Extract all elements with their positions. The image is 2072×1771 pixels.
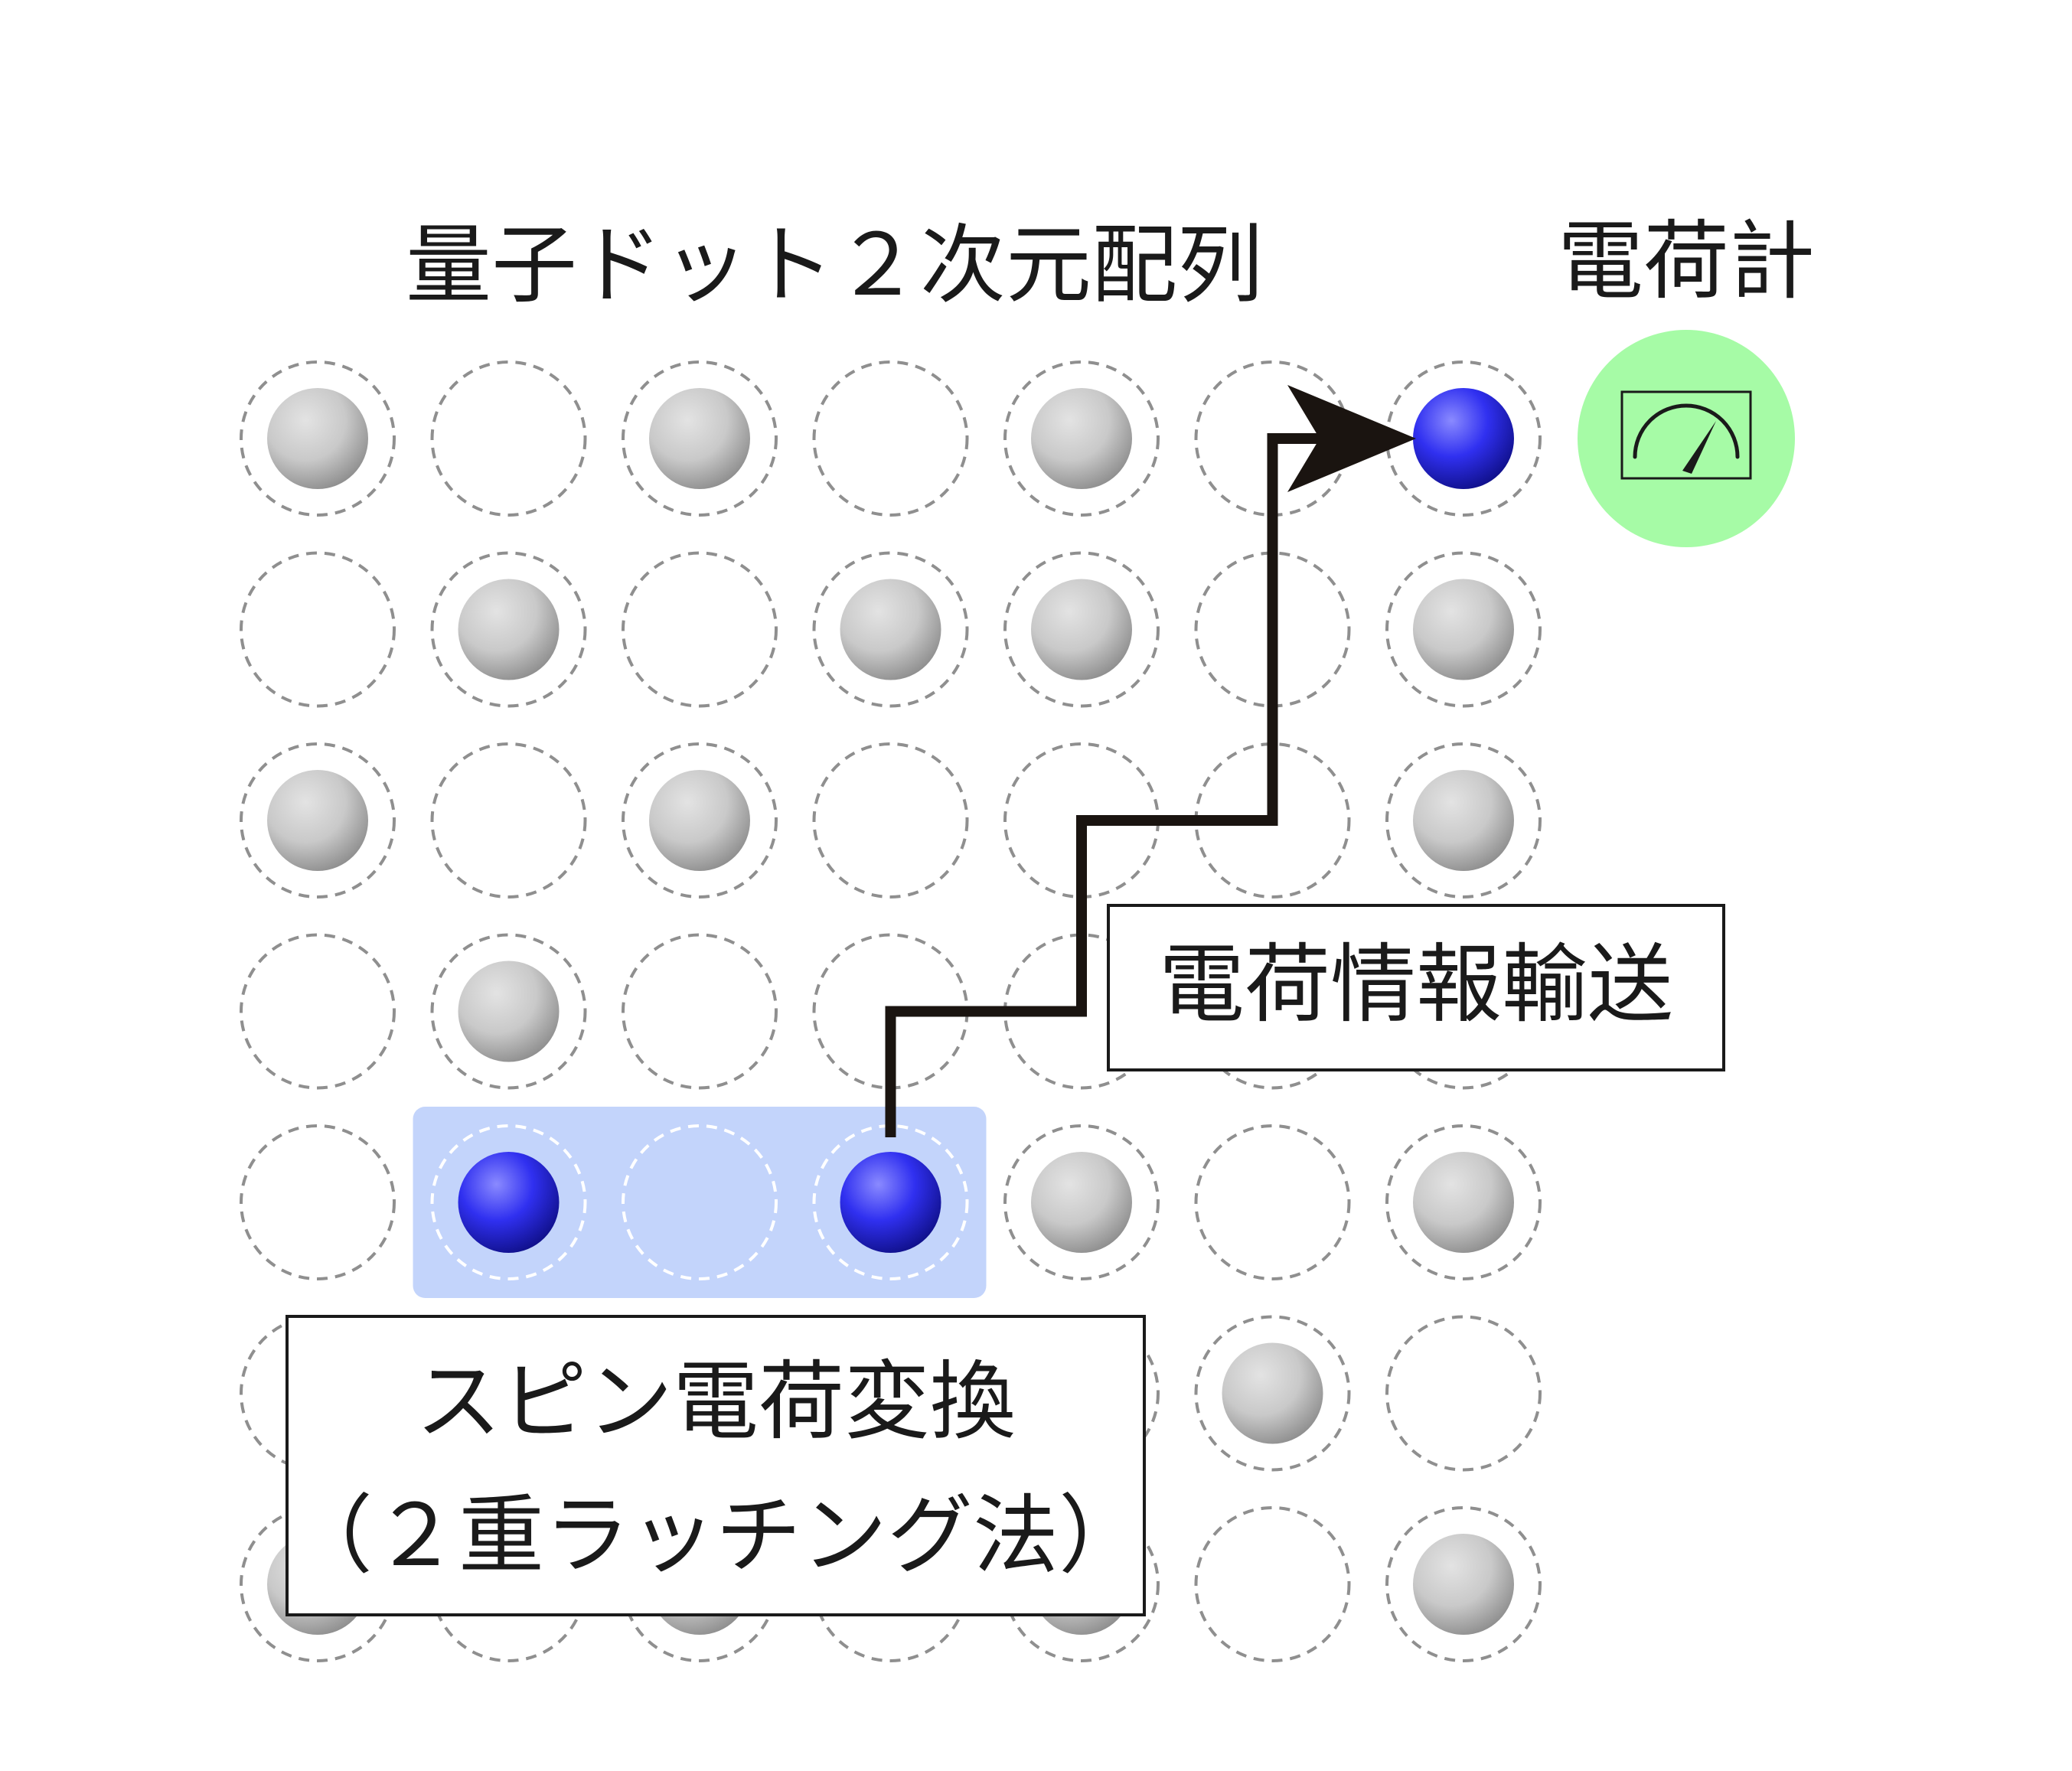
latch-group-highlight [413,1107,987,1298]
site-ring [1194,1315,1351,1472]
spin-conversion-box: スピン電荷変換 （２重ラッチング法） [286,1315,1146,1616]
electron-dot-gray [267,770,368,871]
electron-dot-gray [1413,1152,1514,1253]
site-ring [240,742,396,899]
site-ring [1003,360,1160,517]
site-ring [240,1124,396,1280]
spin-conversion-line1: スピン電荷変換 [416,1352,1016,1452]
site-ring [430,551,587,708]
site-ring [1385,1506,1542,1662]
dot-site [622,933,778,1090]
dot-site [1194,1506,1351,1662]
site-ring [1385,1315,1542,1472]
diagram-title: 量子ドット２次元配列 [406,216,1263,315]
site-ring [1385,742,1542,899]
site-ring [1003,551,1160,708]
electron-dot-gray [1222,1342,1323,1444]
electron-dot-gray [267,388,368,489]
dot-site [430,360,587,517]
electron-dot-blue [1413,388,1514,489]
dot-site [240,551,396,708]
dot-site [240,742,396,899]
electron-dot-gray [1031,1152,1132,1253]
electron-dot-gray [1413,579,1514,680]
dot-site [1385,1506,1542,1662]
site-ring [622,551,778,708]
transport-label-box: 電荷情報輸送 [1107,904,1725,1071]
site-ring [1194,1124,1351,1280]
site-ring [240,551,396,708]
site-ring [1385,551,1542,708]
dot-site [430,1124,587,1280]
dot-site [1385,742,1542,899]
dot-site [430,742,587,899]
electron-dot-gray [1413,1534,1514,1635]
electron-dot-blue [458,1152,560,1253]
dot-site [812,1124,969,1280]
electron-dot-gray [1031,579,1132,680]
dot-site [812,742,969,899]
site-ring [240,360,396,517]
dot-site [622,360,778,517]
electron-dot-gray [458,579,560,680]
site-ring [622,742,778,899]
dot-site [1385,1124,1542,1280]
spin-conversion-line2: （２重ラッチング法） [287,1486,1144,1586]
dot-site [812,360,969,517]
site-ring [622,1124,778,1280]
site-ring [812,551,969,708]
electron-dot-gray [649,388,750,489]
electron-dot-gray [1031,388,1132,489]
charge-meter-label: 電荷計 [1558,212,1815,311]
dot-site [430,933,587,1090]
site-ring [430,742,587,899]
dot-site [430,551,587,708]
transport-arrow [885,385,1416,1137]
site-ring [812,1124,969,1280]
site-ring [812,742,969,899]
dot-site [622,742,778,899]
dot-site [1003,360,1160,517]
transport-label: 電荷情報輸送 [1159,935,1673,1035]
dot-site [1003,1124,1160,1280]
electron-dot-gray [458,961,560,1062]
dot-site [1385,360,1542,517]
site-ring [622,933,778,1090]
dot-site [240,1124,396,1280]
site-ring [430,1124,587,1280]
site-ring [1003,1124,1160,1280]
charge-meter: 電荷計 [1558,212,1815,547]
dot-site [240,933,396,1090]
site-ring [430,933,587,1090]
site-ring [622,360,778,517]
site-ring [812,360,969,517]
dot-site [1194,1315,1351,1472]
site-ring [240,933,396,1090]
dot-site [622,1124,778,1280]
electron-dot-gray [1413,770,1514,871]
dot-site [1385,1315,1542,1472]
charge-meter-circle [1578,330,1795,547]
gauge-icon [1620,390,1752,480]
dot-site [622,551,778,708]
electron-dot-gray [840,579,941,680]
dot-site [1385,551,1542,708]
site-ring [430,360,587,517]
dot-grid [240,360,1542,1662]
site-ring [1194,1506,1351,1662]
site-ring [1385,1124,1542,1280]
electron-dot-gray [649,770,750,871]
electron-dot-blue [840,1152,941,1253]
dot-site [1003,551,1160,708]
dot-site [1194,1124,1351,1280]
dot-site [812,551,969,708]
dot-site [240,360,396,517]
